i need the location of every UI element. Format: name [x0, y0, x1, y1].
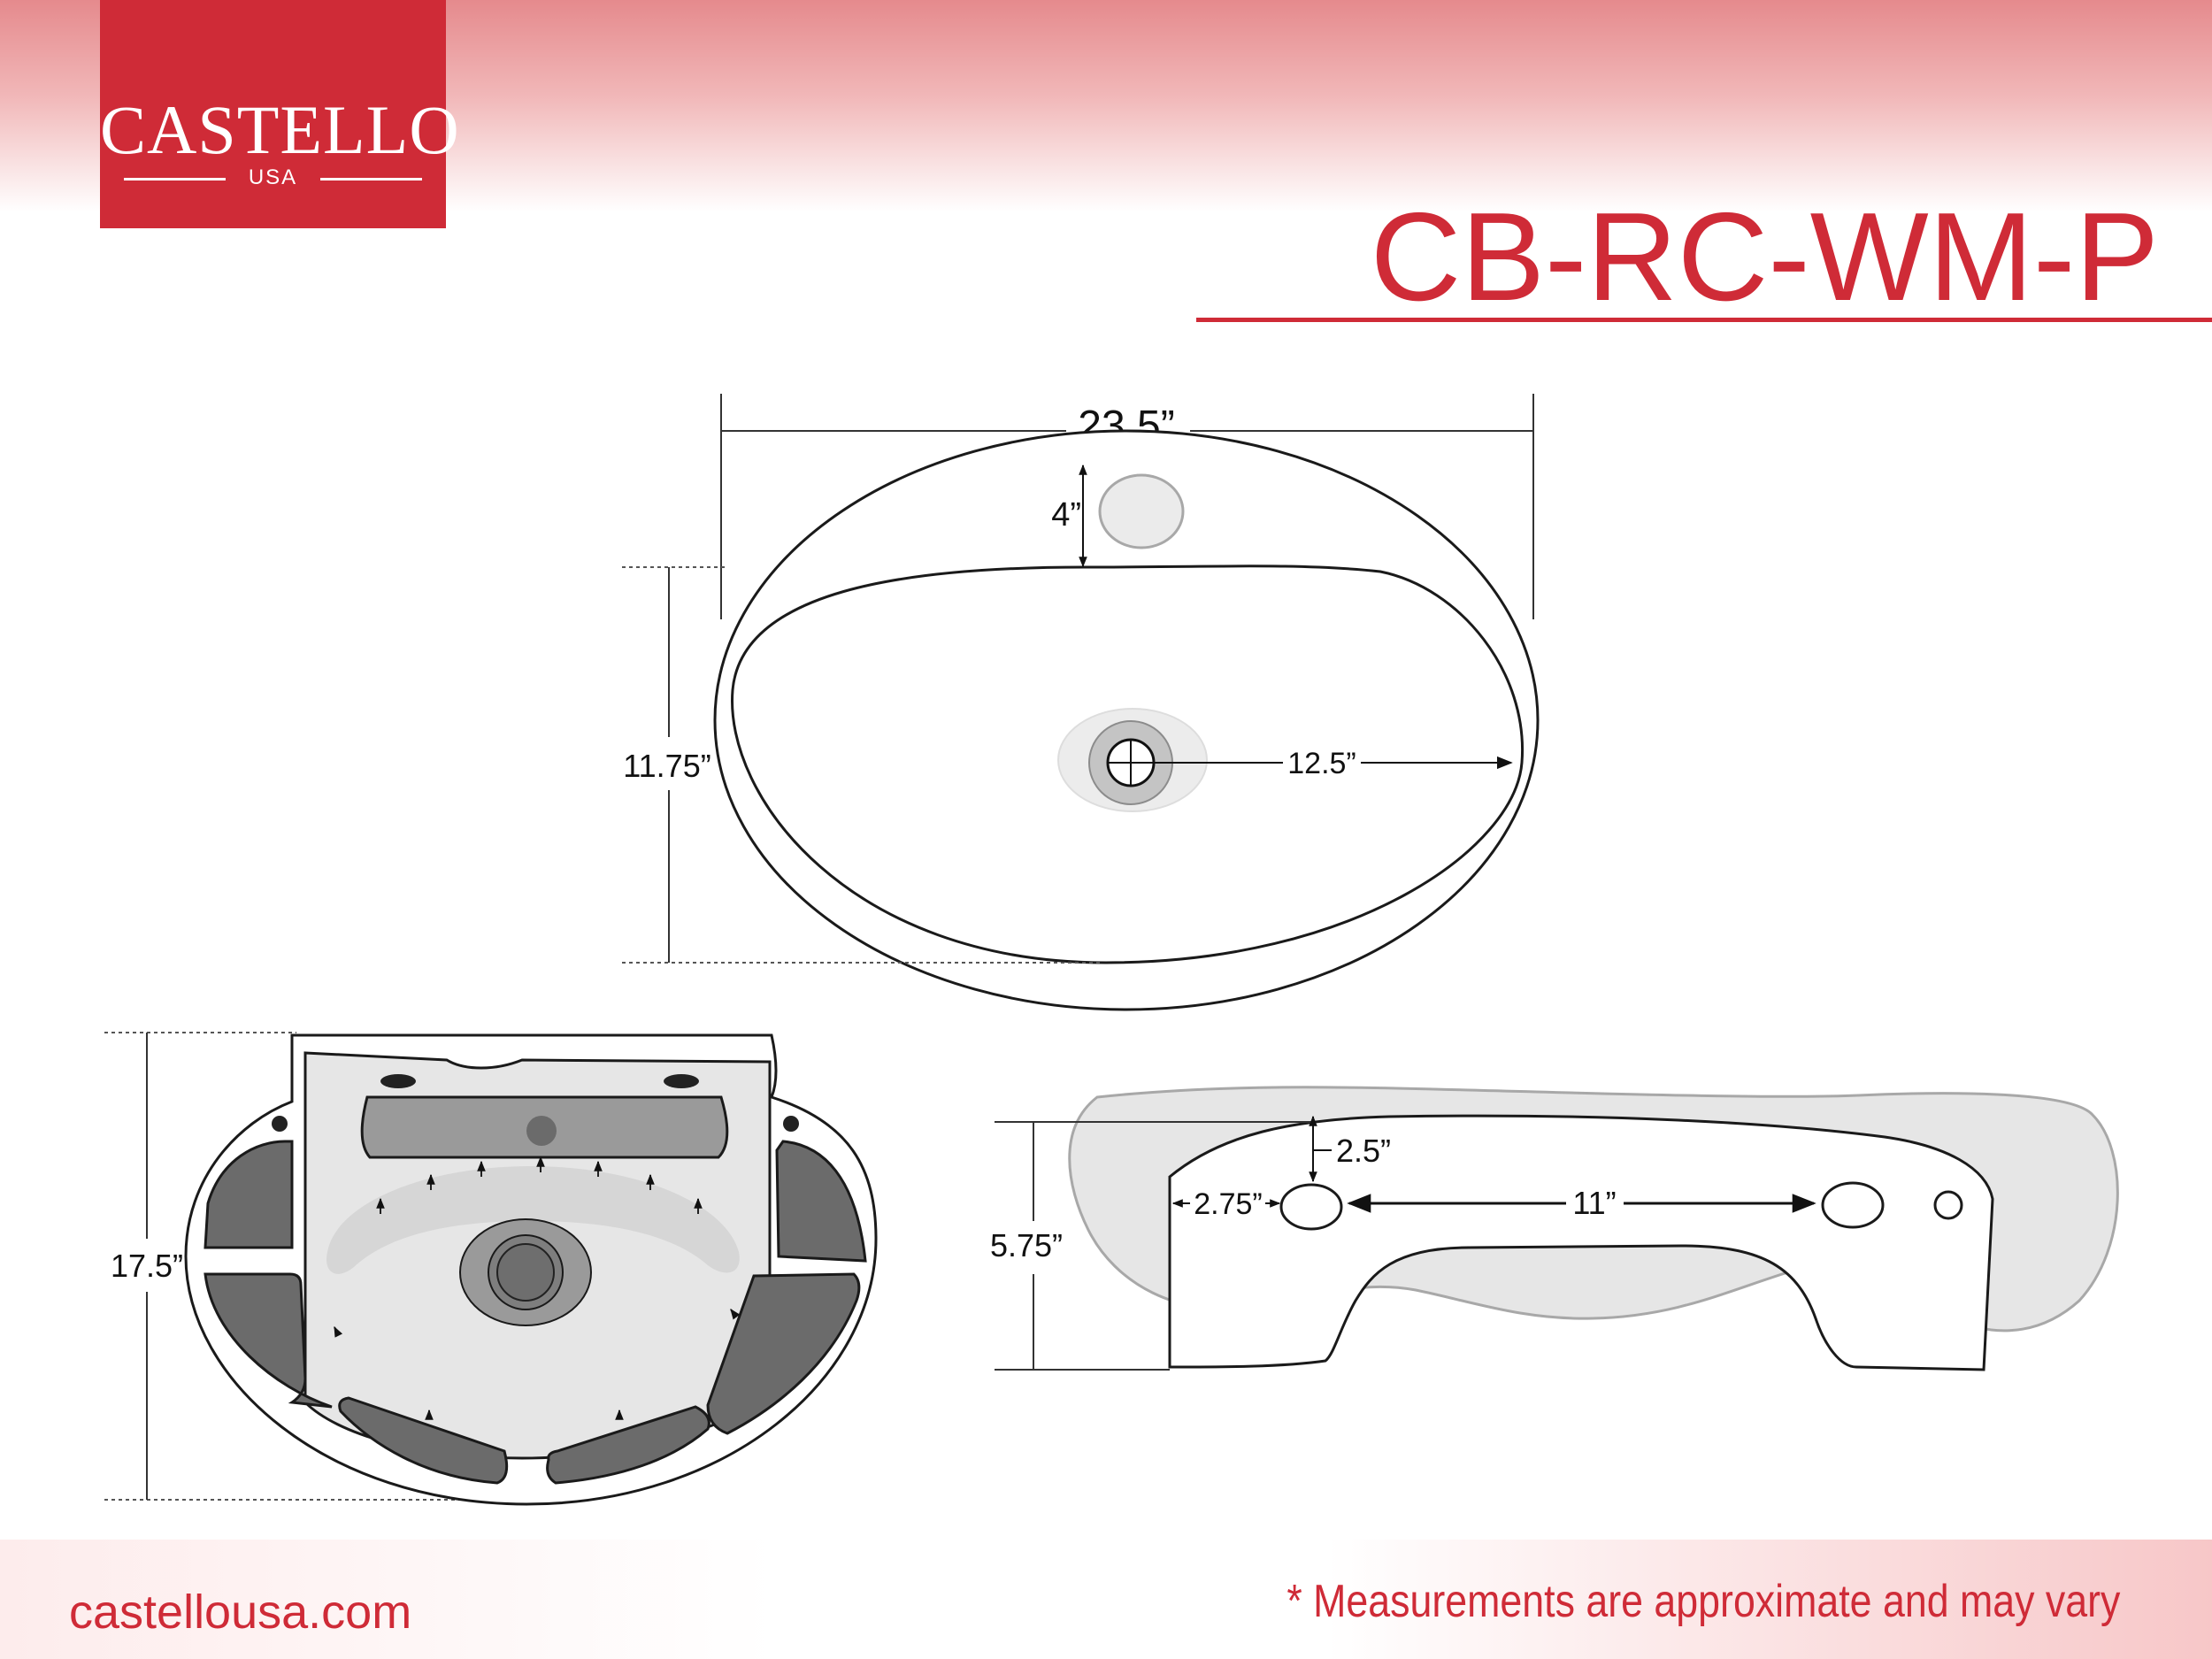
bottom-view: 17.5”: [104, 1032, 878, 1506]
depth-label: 11.75”: [623, 748, 710, 784]
faucet-hole-left: [1279, 1183, 1343, 1231]
logo-rule-right: [320, 178, 422, 180]
rib-pads: [204, 1140, 867, 1485]
bottom-drain-core: [496, 1243, 555, 1302]
bolt-hole-right: [783, 1116, 799, 1132]
overflow-hole: [1098, 473, 1185, 549]
drain-label: 12.5”: [1287, 747, 1356, 780]
side-view: 5.75” 2.5” 2.75” 11”: [990, 1086, 2119, 1371]
brand-name: CASTELLO: [100, 91, 460, 168]
mount-slot-left: [380, 1074, 416, 1088]
footer-gradient-band: [0, 1540, 2212, 1659]
website-link[interactable]: castellousa.com: [69, 1586, 412, 1639]
overflow-label: 4”: [1051, 496, 1081, 534]
logo-rule-left: [124, 178, 226, 180]
title-underline: [1196, 318, 2212, 322]
height-label: 5.75”: [990, 1227, 1063, 1263]
edge-label: 2.75”: [1194, 1187, 1263, 1221]
faucet-hole-right: [1821, 1181, 1885, 1229]
mount-slot-right: [664, 1074, 699, 1088]
mount-hole-side: [1933, 1190, 1963, 1220]
side-profile: [1168, 1114, 1994, 1371]
spacing-label: 11”: [1572, 1185, 1616, 1221]
bolt-hole-left: [272, 1116, 288, 1132]
rib-arrows: [334, 1156, 741, 1420]
brand-sub: USA: [248, 165, 298, 189]
top-view: 23.5” 4” 11.75” 12.5”: [622, 394, 1540, 1011]
brand-logo: CASTELLO USA: [100, 0, 460, 228]
measurement-note: * Measurements are approximate and may v…: [1286, 1576, 2120, 1627]
hole-drop-label: 2.5”: [1336, 1133, 1391, 1169]
model-number: CB-RC-WM-P: [1370, 187, 2159, 327]
bottom-depth-label: 17.5”: [111, 1248, 183, 1284]
overflow-port: [526, 1116, 557, 1146]
